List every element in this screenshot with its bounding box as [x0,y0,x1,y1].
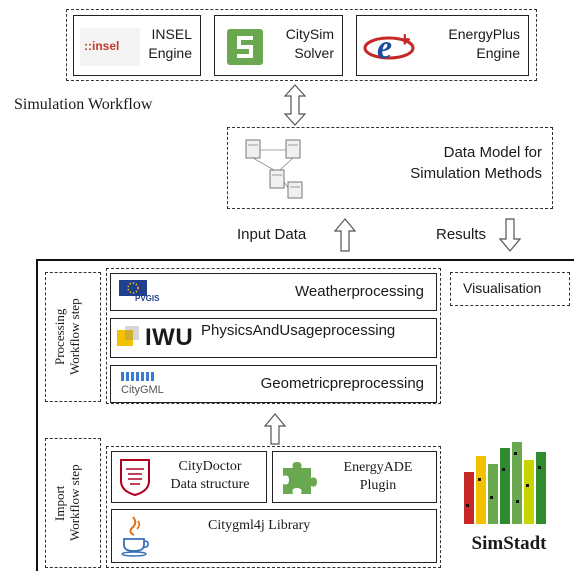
energyplus-line1: EnergyPlus [448,26,520,42]
puzzle-piece-icon [283,462,317,494]
citygml-logo-text: CityGML [121,384,164,396]
citydoctor-logo-icon [120,459,150,497]
physics-usage-box: IWU PhysicsAndUsageprocessing [110,318,437,358]
citygml-logo: CityGML [119,371,173,399]
java-cup-icon [121,516,149,557]
processing-step-line1: Processing [52,308,67,366]
simstadt-logo-icon [464,442,546,524]
citydoctor-line1: CityDoctor [178,459,242,474]
physics-usage-label: PhysicsAndUsageprocessing [201,322,396,339]
insel-logo-text: ::insel [84,39,120,53]
eu-flag-icon [119,280,147,296]
import-step-label-box: Import Workflow step [45,438,101,568]
citysim-solver-box: CitySim Solver [214,15,343,76]
energyplus-engine-box: e + EnergyPlus Engine [356,15,529,76]
citydoctor-box: CityDoctor Data structure [111,451,267,503]
svg-text:e: e [377,29,392,66]
engines-group [66,9,537,81]
data-model-box: Data Model for Simulation Methods [227,127,553,209]
up-arrow-icon [334,218,356,252]
insel-engine-box: ::insel INSEL Engine [73,15,201,76]
simulation-workflow-label: Simulation Workflow [14,96,153,113]
citygml4j-box: Citygml4j Library [111,509,437,563]
citysim-logo-icon [225,27,265,67]
energyade-line2: Plugin [359,478,397,493]
processing-group [106,268,441,404]
energyade-box: EnergyADE Plugin [272,451,437,503]
energyade-line1: EnergyADE [343,460,413,475]
energyplus-logo-icon: e + [363,26,421,68]
down-arrow-icon [499,218,521,252]
uml-diagram-icon [245,139,303,199]
processing-step-line2: Workflow step [67,298,82,376]
insel-engine-line2: Engine [148,45,192,61]
citydoctor-line2: Data structure [170,477,250,492]
processing-step-label-box: Processing Workflow step [45,272,101,402]
data-model-line2: Simulation Methods [410,165,542,182]
import-group [106,446,441,568]
double-arrow-icon [284,84,306,126]
insel-logo: ::insel [80,28,140,66]
citysim-line2: Solver [294,45,334,61]
data-model-line1: Data Model for [443,144,542,161]
iwu-logo-text: IWU [145,324,194,351]
pvgis-logo-text: PVGIS [135,294,160,303]
simstadt-label: SimStadt [471,533,547,554]
simstadt-frame [36,259,574,571]
citysim-line1: CitySim [285,26,334,42]
citygml-dots-icon [121,372,155,381]
import-step-line2: Workflow step [67,464,82,542]
pvgis-logo: PVGIS [119,280,169,305]
citygml4j-label: Citygml4j Library [208,518,311,533]
import-step-line1: Import [52,485,67,521]
import-up-arrow-icon [264,413,286,445]
input-data-label: Input Data [237,226,307,243]
energyplus-line2: Engine [476,45,520,61]
weatherprocessing-box: PVGIS Weatherprocessing [110,273,437,311]
geometric-preprocessing-box: CityGML Geometricpreprocessing [110,365,437,403]
svg-text:+: + [399,29,411,51]
visualisation-box: Visualisation [450,272,570,306]
insel-engine-line1: INSEL [151,26,192,42]
visualisation-label: Visualisation [463,280,542,296]
iwu-logo-icon [117,326,139,346]
geometric-preprocessing-label: Geometricpreprocessing [260,375,424,392]
weatherprocessing-label: Weatherprocessing [295,283,424,300]
results-label: Results [436,226,487,243]
